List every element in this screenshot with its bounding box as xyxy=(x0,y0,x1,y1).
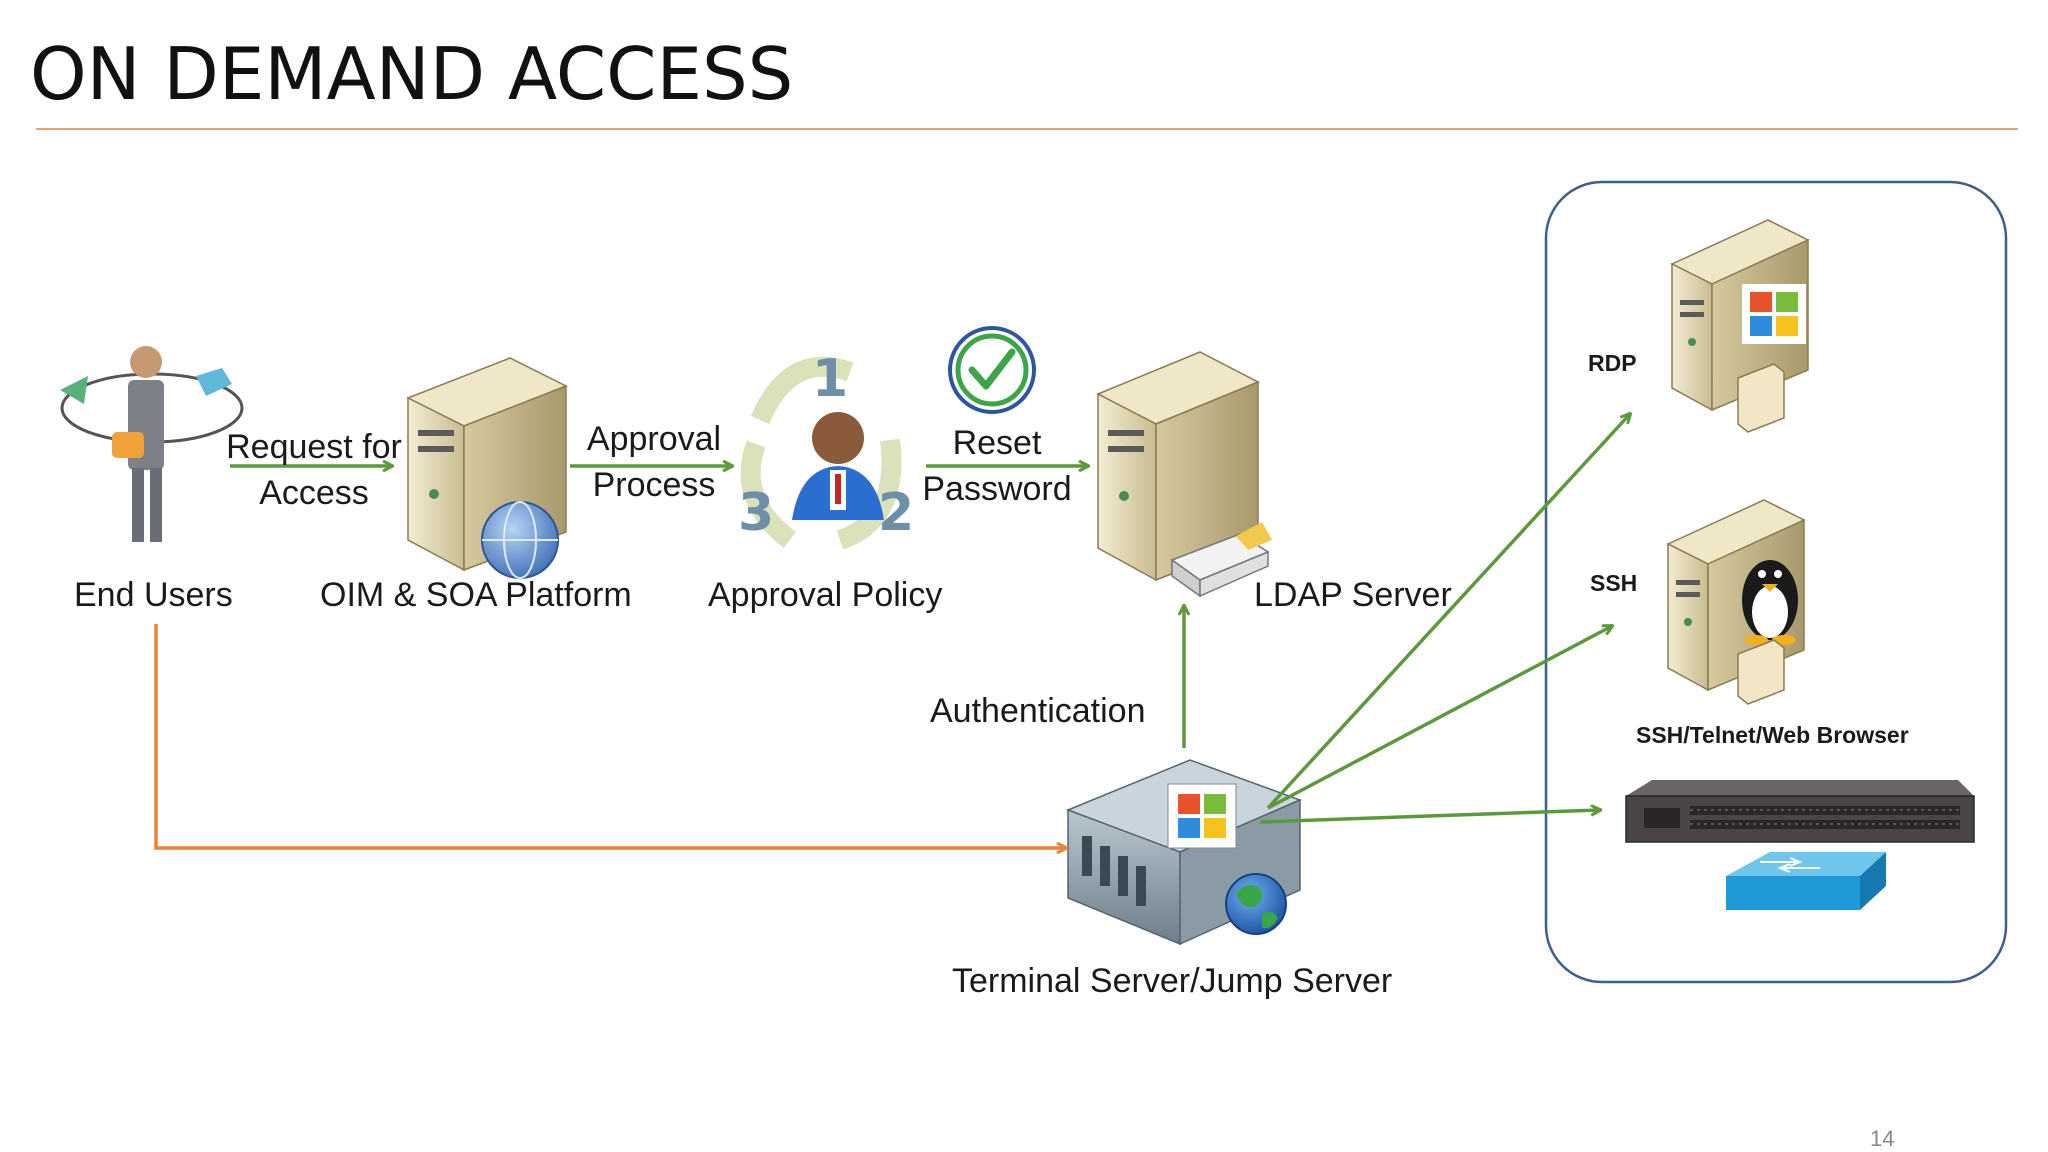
network-switch-icon xyxy=(1625,780,1975,910)
title-divider xyxy=(36,128,2018,130)
policy-step-3: 3 xyxy=(738,483,774,543)
policy-step-2: 2 xyxy=(878,483,914,543)
approval-policy-label: Approval Policy xyxy=(708,576,943,614)
check-mark-icon xyxy=(948,326,1036,414)
edge-label-request-line1: Request for xyxy=(226,428,402,466)
oim-server-icon xyxy=(406,357,568,579)
end-users-icon xyxy=(60,346,244,542)
arrow-to-ssh xyxy=(1267,626,1612,810)
edge-label-request: Request for Access xyxy=(214,424,414,516)
edge-label-approval-line2: Process xyxy=(592,466,716,504)
arrow-users-to-jump-server xyxy=(154,624,1066,848)
arrow-to-switch xyxy=(1259,810,1600,824)
ssh-linux-server-icon xyxy=(1666,499,1806,705)
ssh-label: SSH xyxy=(1590,570,1638,596)
arrow-to-rdp xyxy=(1266,414,1630,810)
edge-label-request-line2: Access xyxy=(259,474,369,512)
ldap-server-icon xyxy=(1096,351,1272,598)
edge-label-approval-line1: Approval xyxy=(586,420,722,458)
edge-label-approval: Approval Process xyxy=(554,416,754,508)
ldap-server-label: LDAP Server xyxy=(1254,576,1452,614)
policy-step-1: 1 xyxy=(812,349,848,409)
browser-label: SSH/Telnet/Web Browser xyxy=(1636,722,1909,748)
jump-server-label: Terminal Server/Jump Server xyxy=(952,962,1393,1000)
end-users-label: End Users xyxy=(74,576,233,614)
edge-label-reset: Reset Password xyxy=(892,420,1102,512)
approval-policy-icon: 1 2 3 xyxy=(738,349,914,550)
slide-title: ON DEMAND ACCESS xyxy=(30,32,794,116)
edge-label-reset-line2: Password xyxy=(922,470,1072,508)
oim-platform-label: OIM & SOA Platform xyxy=(320,576,632,614)
jump-server-icon xyxy=(1065,759,1303,946)
page-number: 14 xyxy=(1870,1126,1895,1151)
rdp-label: RDP xyxy=(1588,350,1637,376)
edge-label-reset-line1: Reset xyxy=(952,424,1042,462)
rdp-windows-server-icon xyxy=(1670,219,1810,433)
edge-label-authentication: Authentication xyxy=(930,692,1146,730)
